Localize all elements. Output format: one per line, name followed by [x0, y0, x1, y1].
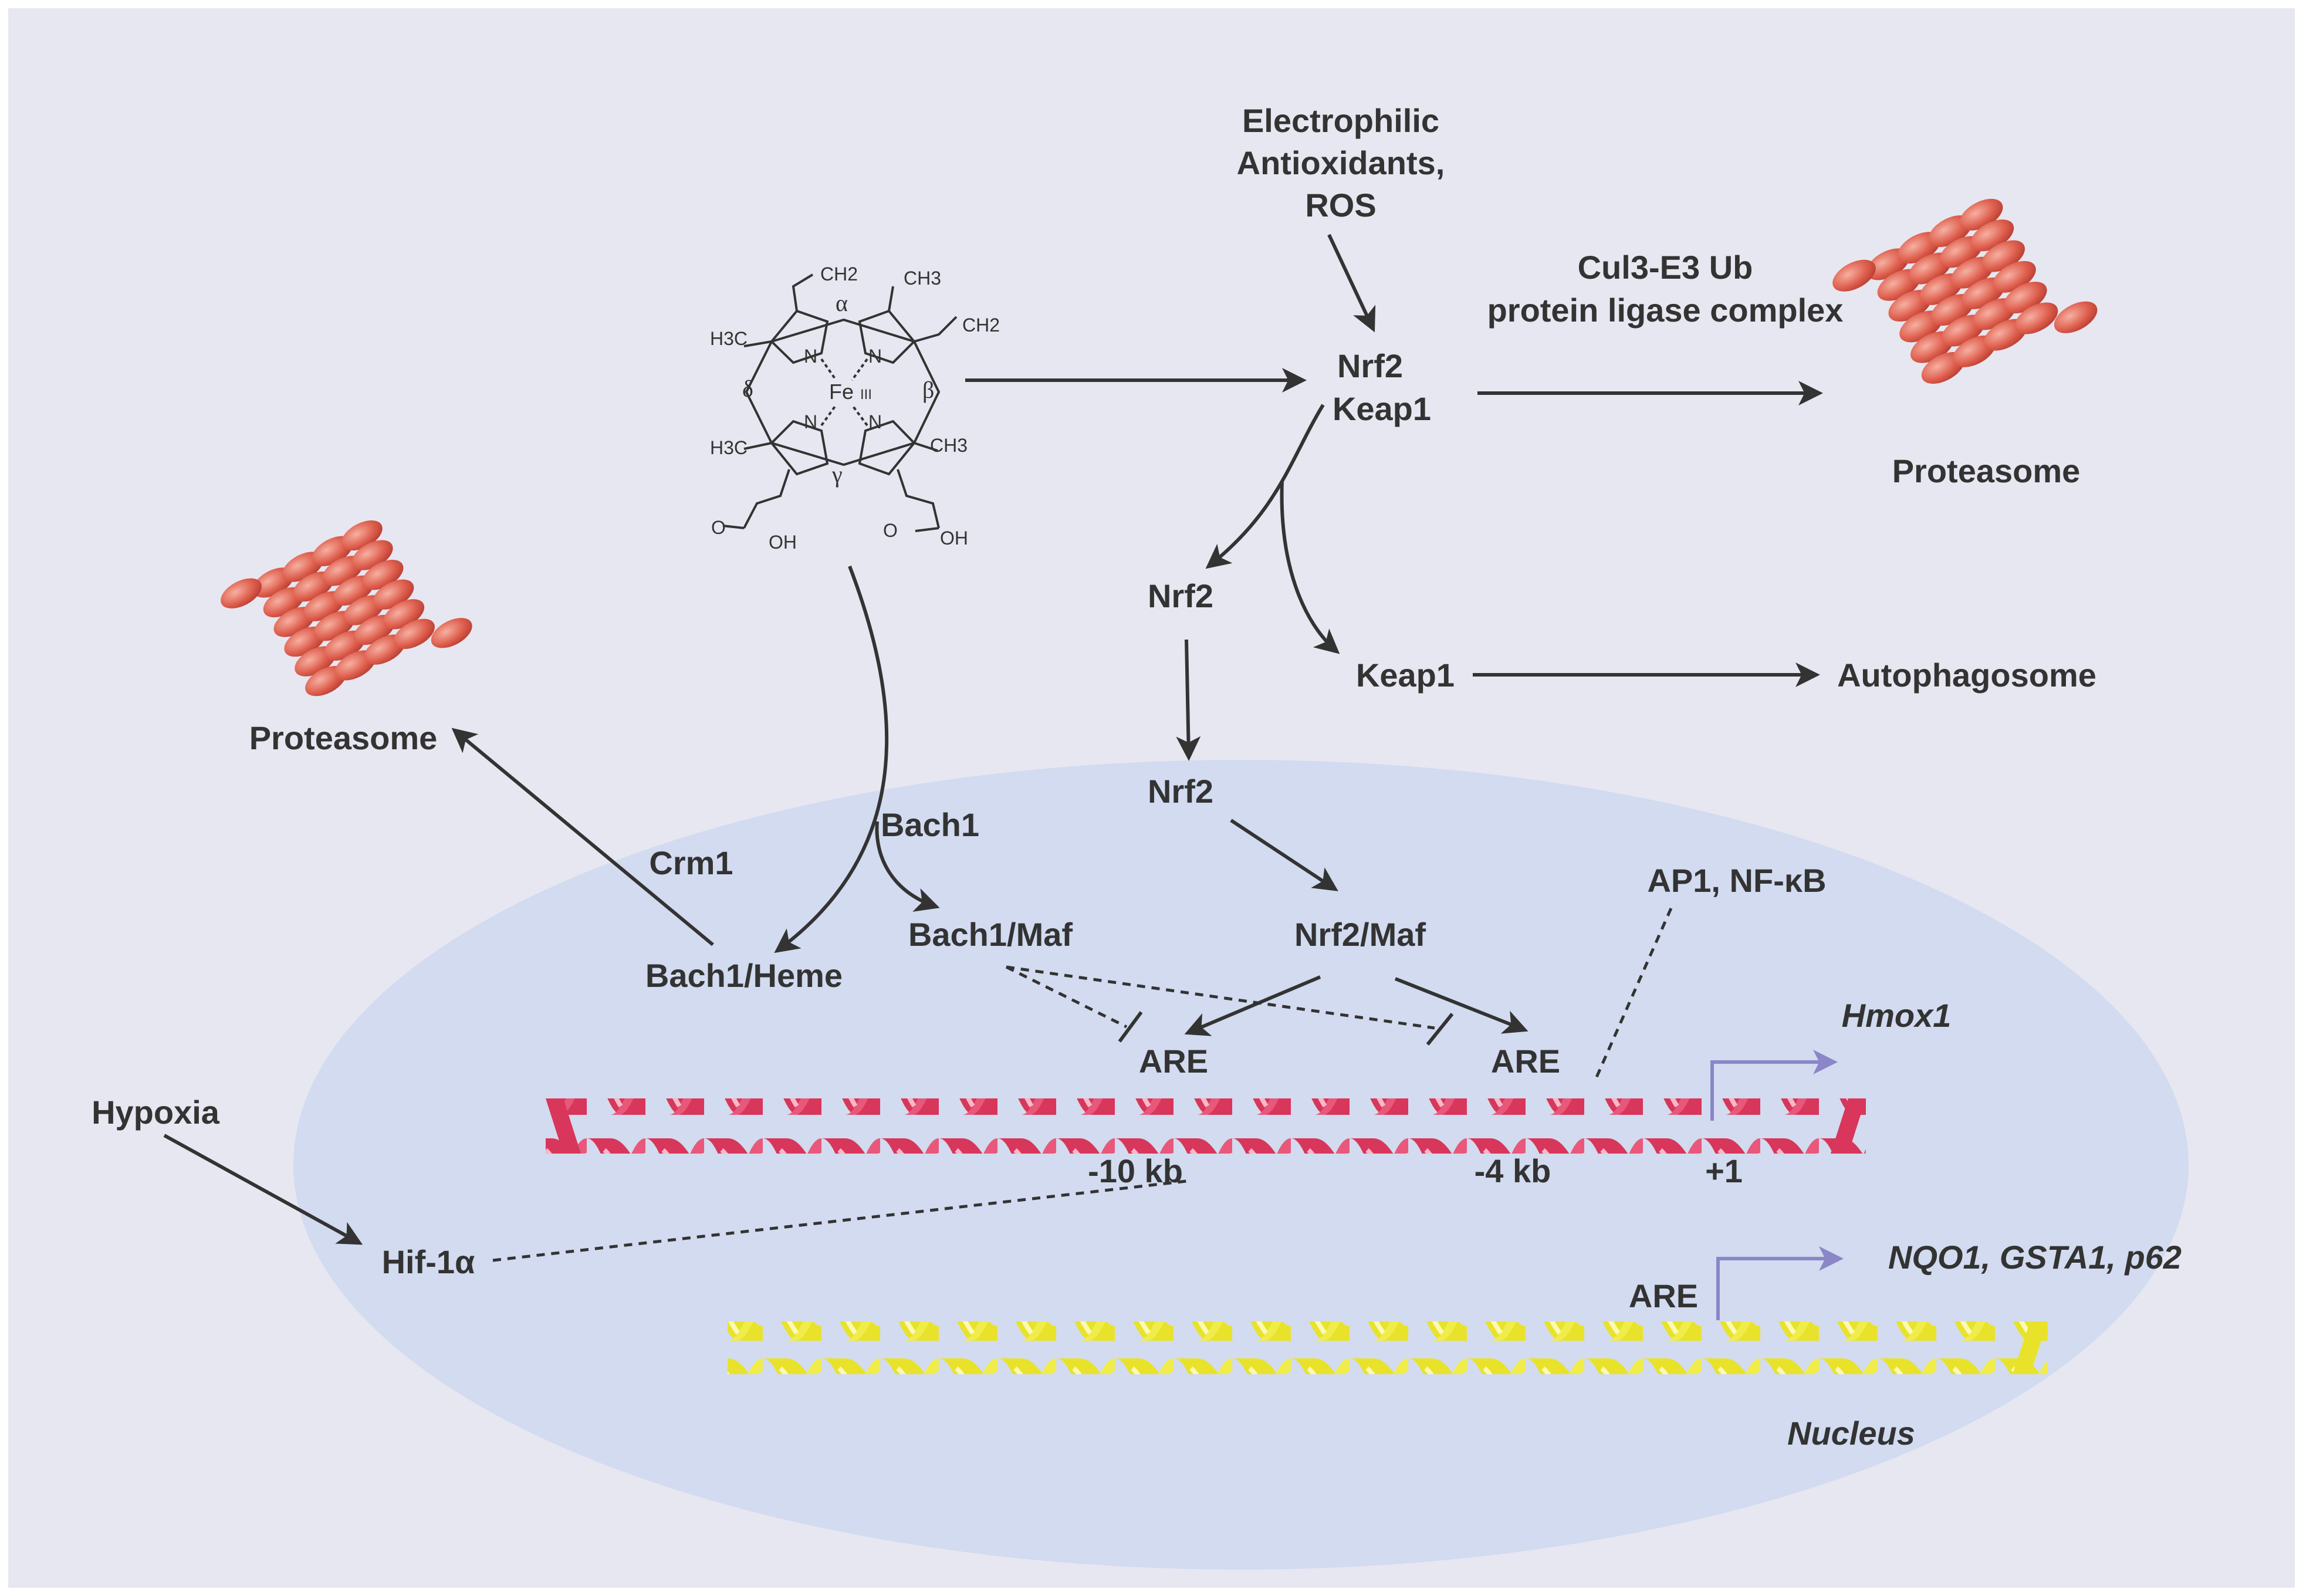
heme-h3c-left: H3C — [710, 328, 748, 349]
heme-ch2-right: CH2 — [962, 315, 1000, 336]
are-label-3: ARE — [1629, 1277, 1698, 1314]
heme-alpha: α — [836, 290, 848, 316]
arrow-hypoxia-to-hif1a — [163, 1134, 363, 1245]
arrow-heme-to-bach1-heme — [774, 565, 889, 953]
nrf2-free-label: Nrf2 — [1148, 577, 1213, 614]
heme-oh-left: OH — [769, 532, 797, 553]
stimuli-label-line2: Antioxidants, — [1237, 144, 1445, 181]
heme-delta: δ — [742, 376, 753, 402]
heme-ch3-right: CH3 — [930, 435, 968, 456]
position-minus-4kb: -4 kb — [1475, 1152, 1551, 1189]
hmox1-gene-label: Hmox1 — [1842, 997, 1952, 1034]
heme-ch2-top: CH2 — [820, 263, 858, 285]
heme-ch3-top: CH3 — [904, 268, 941, 289]
position-minus-10kb: -10 kb — [1088, 1152, 1183, 1189]
target-genes-label: NQO1, GSTA1, p62 — [1888, 1239, 2182, 1276]
proteasome-right-label: Proteasome — [1892, 452, 2081, 489]
hypoxia-label: Hypoxia — [92, 1094, 220, 1131]
proteasome-right-icon — [1832, 198, 2098, 384]
ap1-nfkb-label: AP1, NF-κB — [1647, 862, 1826, 899]
bach1-heme-label: Bach1/Heme — [645, 957, 843, 994]
arrow-nrf2-to-nuclear-nrf2 — [1176, 639, 1201, 761]
target-gene-promoter-arrow — [1716, 1246, 1844, 1320]
hmox1-dna-helix — [546, 1098, 1866, 1154]
heme-beta: β — [922, 377, 934, 403]
heme-fe: Fe — [829, 380, 854, 404]
are-label-1: ARE — [1139, 1043, 1208, 1080]
bach1-label: Bach1 — [881, 806, 979, 843]
inhibition-bar-are-1 — [1118, 1011, 1143, 1043]
heme-n-top-right: N — [868, 346, 882, 367]
arrow-bach1-to-bach1-maf — [875, 821, 940, 912]
heme-oh-right: OH — [940, 528, 968, 549]
heme-structure: CH2 CH3 CH2 H3C H3C CH3 α β γ δ N N N N … — [710, 263, 1000, 553]
arrow-stimuli-to-nrf2-keap1 — [1327, 234, 1376, 333]
arrow-nrf2-maf-to-are-1 — [1184, 975, 1321, 1036]
autophagosome-label: Autophagosome — [1837, 657, 2096, 694]
stimuli-label-line3: ROS — [1305, 187, 1376, 224]
heme-n-top-left: N — [804, 346, 817, 367]
position-plus-1: +1 — [1705, 1152, 1743, 1189]
nucleus-label: Nucleus — [1787, 1415, 1915, 1452]
dashed-ap1-to-hmox1-dna — [1594, 907, 1673, 1080]
arrow-bach1-heme-to-proteasome — [451, 728, 714, 946]
arrow-complex-to-keap1 — [1280, 481, 1340, 654]
target-gene-dna-helix — [728, 1321, 2048, 1374]
proteasome-left-label: Proteasome — [249, 719, 438, 756]
keap1-free-label: Keap1 — [1356, 657, 1455, 694]
heme-o-right: O — [883, 520, 898, 541]
hmox1-promoter-arrow — [1710, 1050, 1838, 1121]
dashed-bach1-maf-to-are-1 — [1005, 965, 1128, 1029]
arrow-nuclear-nrf2-to-nrf2-maf — [1230, 819, 1338, 891]
heme-fe-oxidation: III — [860, 387, 872, 403]
arrow-complex-to-nrf2 — [1205, 404, 1325, 569]
nrf2-nuclear-label: Nrf2 — [1148, 773, 1213, 810]
hif1a-label: Hif-1α — [382, 1243, 475, 1280]
heme-h3c-bottom-left: H3C — [710, 437, 748, 458]
bach1-maf-label: Bach1/Maf — [908, 916, 1073, 953]
stimuli-label-line1: Electrophilic — [1242, 102, 1439, 139]
heme-n-bottom-left: N — [804, 411, 817, 432]
arrow-nrf2-maf-to-are-2 — [1394, 977, 1528, 1034]
complex-keap1-label: Keap1 — [1333, 390, 1431, 427]
complex-nrf2-label: Nrf2 — [1337, 347, 1403, 384]
nrf2-maf-label: Nrf2/Maf — [1294, 916, 1426, 953]
heme-o-left: O — [711, 517, 726, 538]
ligase-label-line1: Cul3-E3 Ub — [1578, 249, 1753, 286]
ligase-label-line2: protein ligase complex — [1487, 292, 1844, 329]
inhibition-bar-are-2 — [1426, 1013, 1454, 1046]
heme-n-bottom-right: N — [868, 411, 882, 432]
heme-gamma: γ — [831, 461, 843, 488]
are-label-2: ARE — [1491, 1043, 1560, 1080]
crm1-label: Crm1 — [649, 844, 733, 881]
